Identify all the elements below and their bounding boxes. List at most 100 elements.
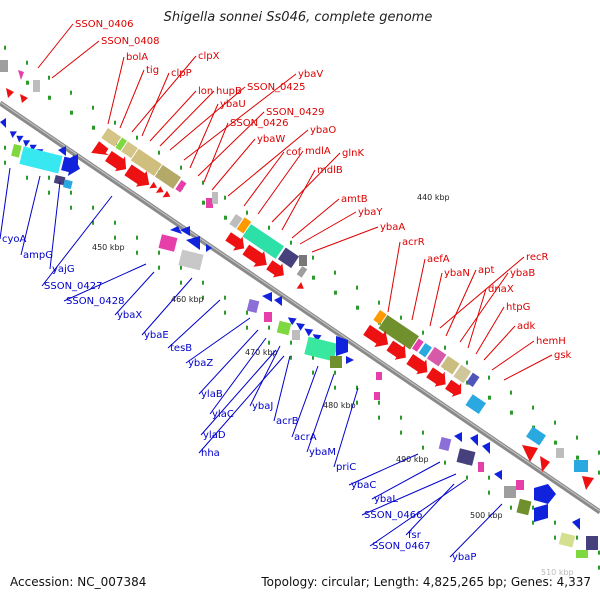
forward-gene-label-ybao: ybaO — [310, 125, 336, 136]
track-dot — [466, 475, 468, 480]
forward-gene-label-adk: adk — [517, 321, 535, 332]
reverse-gene-leader-line — [198, 355, 285, 454]
forward-gene-label-tig: tig — [146, 65, 159, 76]
scale-label: 510 kbp — [541, 568, 574, 577]
track-dot — [598, 565, 600, 570]
reverse-gene-leader-line — [291, 365, 319, 438]
forward-gene-label-ybav: ybaV — [298, 69, 323, 80]
forward-gene-leader-line — [107, 56, 125, 125]
track-dot — [114, 235, 116, 240]
track-dot — [114, 220, 116, 225]
track-dot — [136, 135, 138, 140]
forward-gene-leader-line — [491, 340, 535, 371]
reverse-gene-leader-line — [114, 271, 155, 316]
track-dot — [532, 505, 534, 510]
reverse-gene-leader-line — [273, 355, 291, 422]
map-title: Shigella sonnei Ss046, complete genome — [164, 10, 433, 25]
forward-gene-leader-line — [439, 256, 525, 329]
scale-label: 460 kbp — [171, 295, 204, 304]
reverse-gene-leader-line — [49, 181, 61, 270]
forward-gene-leader-line — [467, 288, 487, 349]
track-dot — [356, 385, 358, 390]
reverse-gene-leader-line — [348, 453, 419, 486]
reverse-gene-leader-line — [167, 299, 221, 349]
track-dot — [334, 290, 337, 295]
reverse-gene-label-ybae: ybaE — [144, 330, 169, 341]
track-dot — [246, 325, 248, 330]
forward-gene-label-dnax: dnaX — [488, 284, 514, 295]
track-dot — [510, 505, 512, 510]
forward-gene-label-sson_0426: SSON_0426 — [230, 118, 289, 129]
forward-gene-label-hupb: hupB — [216, 86, 242, 97]
track-dot — [488, 395, 491, 400]
track-dot — [136, 250, 138, 255]
forward-gene-label-clpx: clpX — [198, 51, 220, 62]
track-dot — [158, 265, 160, 270]
reverse-gene-label-ampg: ampG — [23, 250, 53, 261]
forward-gene-label-sson_0408: SSON_0408 — [101, 36, 160, 47]
track-dot — [488, 475, 490, 480]
forward-gene-label-ybab: ybaB — [510, 268, 535, 279]
track-dot — [290, 240, 292, 245]
reverse-gene-label-tesb: tesB — [170, 343, 192, 354]
track-dot — [312, 255, 314, 260]
track-dot — [334, 270, 336, 275]
forward-gene-label-yban: ybaN — [444, 268, 470, 279]
forward-gene-label-ybau: ybaU — [220, 99, 246, 110]
forward-gene-leader-line — [227, 129, 309, 197]
track-dot — [246, 310, 248, 315]
forward-gene-leader-line — [243, 151, 285, 207]
reverse-gene-leader-line — [20, 175, 41, 256]
track-dot — [510, 410, 513, 415]
forward-gene-label-mdlb: mdlB — [317, 165, 343, 176]
track-dot — [510, 390, 512, 395]
track-dot — [290, 340, 292, 345]
track-dot — [554, 440, 557, 445]
genome-backbone — [0, 100, 600, 515]
track-dot — [246, 210, 248, 215]
reverse-gene-label-ybaz: ybaZ — [188, 358, 213, 369]
accession-text: Accession: NC_007384 — [10, 575, 146, 589]
forward-gene-leader-line — [387, 241, 401, 313]
reverse-gene-leader-line — [141, 277, 193, 336]
forward-gene-leader-line — [183, 73, 297, 161]
topology-text: Topology: circular; Length: 4,825,265 bp… — [260, 575, 591, 589]
forward-gene-leader-line — [281, 169, 316, 231]
track-dot — [180, 165, 182, 170]
scale-label: 440 kbp — [417, 193, 450, 202]
reverse-gene-leader-line — [209, 337, 267, 415]
reverse-gene-leader-line — [449, 503, 503, 558]
track-dot — [554, 520, 556, 525]
track-dot — [92, 105, 94, 110]
track-dot — [70, 110, 73, 115]
forward-gene-leader-line — [271, 152, 341, 223]
forward-gene-label-lon: lon — [198, 86, 213, 97]
reverse-gene-leader-line — [371, 461, 441, 500]
track-dot — [4, 45, 6, 50]
track-dot — [422, 330, 424, 335]
track-dot — [268, 325, 270, 330]
track-dot — [48, 175, 50, 180]
reverse-gene-label-ylab: ylaB — [201, 389, 223, 400]
forward-gene-leader-line — [149, 90, 197, 142]
track-dot — [334, 370, 336, 375]
track-dot — [70, 190, 72, 195]
track-dot — [598, 470, 600, 475]
track-dot — [48, 95, 51, 100]
scale-label: 490 kbp — [396, 455, 429, 464]
forward-gene-label-sson_0425: SSON_0425 — [247, 82, 306, 93]
forward-gene-label-htpg: htpG — [506, 302, 530, 313]
track-dot — [312, 370, 314, 375]
forward-gene-label-ybaa: ybaA — [380, 222, 405, 233]
reverse-gene-label-cyoa: cyoA — [2, 234, 27, 245]
track-dot — [356, 285, 358, 290]
track-dot — [554, 420, 556, 425]
track-dot — [378, 400, 380, 405]
reverse-features — [0, 118, 598, 558]
forward-gene-leader-line — [51, 40, 100, 79]
forward-gene-label-cof: cof — [286, 147, 302, 158]
forward-gene-label-recr: recR — [526, 252, 549, 263]
track-dot — [4, 160, 6, 165]
forward-gene-leader-line — [411, 258, 426, 321]
forward-gene-leader-line — [475, 306, 505, 355]
